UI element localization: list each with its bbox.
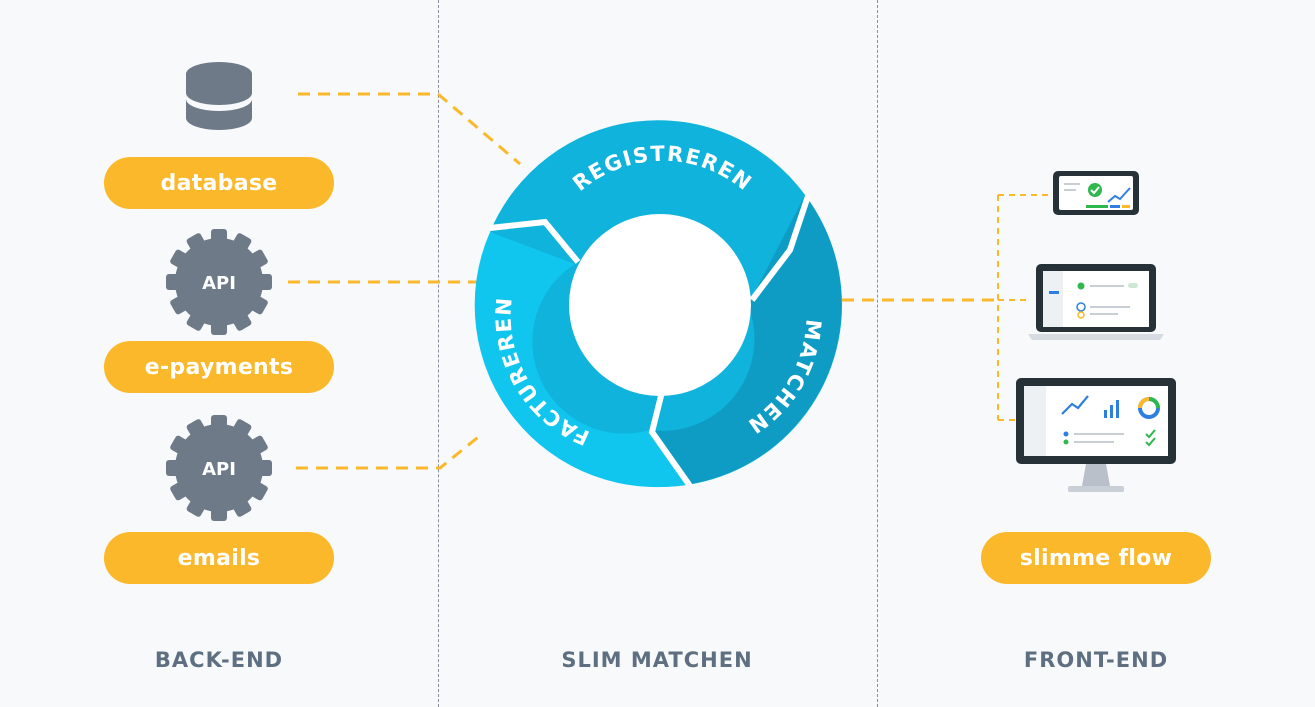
pill-slimme-flow: slimme flow <box>981 532 1211 584</box>
monitor-icon <box>1016 378 1176 492</box>
cycle-segment-factureren <box>474 232 690 488</box>
gear-icon: API <box>166 415 272 521</box>
laptop-icon <box>1028 264 1164 340</box>
connector-lines <box>288 92 998 470</box>
section-label-backend: BACK-END <box>154 648 284 672</box>
divider-left <box>438 0 439 707</box>
divider-right <box>877 0 878 707</box>
pill-emails: emails <box>104 532 334 584</box>
database-icon <box>186 62 252 130</box>
gear-api-label: API <box>202 273 236 294</box>
section-label-frontend: FRONT-END <box>1023 648 1169 672</box>
pill-database: database <box>104 157 334 209</box>
pill-e-payments: e-payments <box>104 341 334 393</box>
gear-icon: API <box>166 229 272 335</box>
cycle-center <box>569 214 751 396</box>
cycle-segment-registreren <box>490 120 805 305</box>
connector-frontend-branches <box>997 194 1052 421</box>
gear-api-label: API <box>202 459 236 480</box>
cycle-ring: REGISTREREN MATCHEN FACTUREREN <box>474 120 842 488</box>
section-label-center: SLIM MATCHEN <box>561 648 753 672</box>
connector-api-emails <box>296 432 483 470</box>
cycle-segment-matchen <box>650 195 842 484</box>
connector-database <box>298 92 521 166</box>
tablet-icon <box>1053 171 1139 215</box>
